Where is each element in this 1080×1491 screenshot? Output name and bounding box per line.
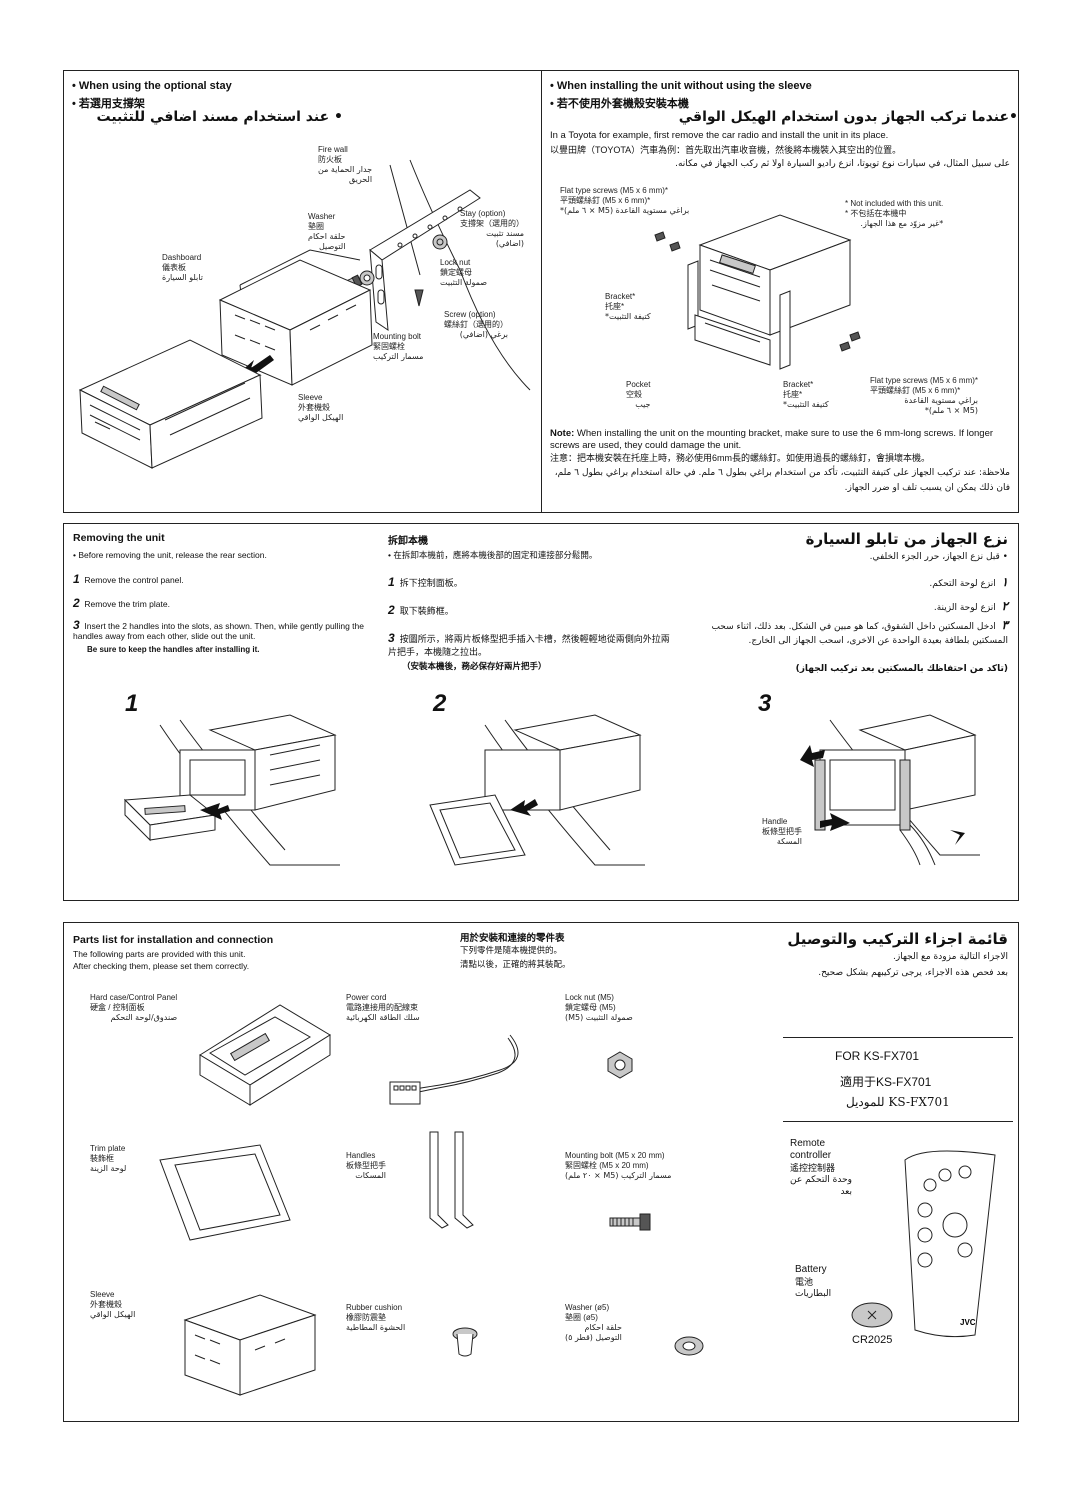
label-flat-screws-bottom: Flat type screws (M5 x 6 mm)*平頭螺絲釘 (M5 x… bbox=[870, 376, 979, 415]
figure-number-2: 2 bbox=[433, 690, 447, 717]
part-lock-nut-label: Lock nut (M5)鎖定螺母 (M5) صمولة التثبيت (M5… bbox=[565, 993, 633, 1022]
removing-step-2-ar: ٢ انزع لوحة الزينة. bbox=[933, 599, 1008, 613]
mounting-bolt-part-illustration bbox=[609, 1213, 651, 1231]
figure-number-1: 1 bbox=[125, 690, 139, 717]
removing-title-en: Removing the unit bbox=[73, 532, 165, 544]
removing-warning-ar: (تاكد من احتفاظك بالمسكتين بعد تركيب الج… bbox=[795, 664, 1008, 674]
removing-figure-3 bbox=[800, 714, 980, 866]
label-not-included: * Not included with this unit.* 不包括在本機中 … bbox=[845, 199, 944, 228]
for-model-ar: للموديل KS-FX701 bbox=[846, 1095, 950, 1109]
handles-illustration bbox=[429, 1131, 474, 1229]
removing-step-2-zh: 2 取下裝飾框。 bbox=[388, 603, 454, 617]
removing-warning-zh: （安裝本機後，務必保存好兩片把手） bbox=[402, 661, 547, 671]
figure-number-3: 3 bbox=[758, 690, 772, 717]
sleeve-illustration bbox=[218, 259, 373, 386]
bracket-installation-illustration bbox=[654, 214, 861, 370]
top-divider bbox=[541, 70, 542, 513]
stay-heading-en: • When using the optional stay bbox=[72, 80, 232, 92]
sleeve-part-illustration bbox=[183, 1294, 317, 1396]
removing-title-zh: 拆卸本機 bbox=[388, 536, 428, 547]
removing-step-1-en: 1 Remove the control panel. bbox=[73, 572, 184, 586]
remote-brand: JVC bbox=[960, 1318, 976, 1327]
for-model-en: FOR KS-FX701 bbox=[835, 1049, 920, 1063]
removing-bullet-zh: • 在拆卸本機前，應將本機後部的固定和連接部分鬆開。 bbox=[388, 550, 598, 560]
label-stay: Stay (option)支撐架（選用的） مسند تثبيت(اضافي) bbox=[460, 209, 524, 248]
parts-sub2-ar: بعد فحص هذه الاجزاء، يرجى تركيبهم بشكل ص… bbox=[818, 968, 1008, 978]
washer-part-illustration bbox=[674, 1336, 704, 1356]
no-sleeve-heading-zh: • 若不使用外套機殼安裝本機 bbox=[550, 98, 689, 110]
parts-sub2-en: After checking them, please set them cor… bbox=[73, 961, 250, 971]
removing-step-1-ar: ١ انزع لوحة التحكم. bbox=[929, 575, 1008, 589]
parts-title-ar: قائمة اجزاء التركيب والتوصيل bbox=[787, 930, 1008, 948]
parts-sub1-zh: 下列零件是隨本機提供的。 bbox=[460, 945, 563, 955]
flat-screw-icons bbox=[654, 231, 861, 352]
stay-installation-illustration bbox=[78, 159, 531, 469]
part-mounting-bolt-label: Mounting bolt (M5 x 20 mm)緊固螺栓 (M5 x 20 … bbox=[565, 1151, 672, 1180]
label-bracket-bottom: Bracket*托座* كتيفة التثبيت* bbox=[783, 380, 829, 409]
parts-title-en: Parts list for installation and connecti… bbox=[73, 934, 274, 946]
parts-sub2-zh: 清點以後，正確的將其裝配。 bbox=[460, 959, 571, 969]
rubber-cushion-illustration bbox=[452, 1327, 478, 1357]
parts-sub1-ar: الاجزاء التالية مزودة مع الجهاز. bbox=[893, 952, 1008, 962]
removing-figure-2 bbox=[429, 714, 645, 866]
parts-sub1-en: The following parts are provided with th… bbox=[73, 949, 246, 959]
for-model-zh: 適用于KS-FX701 bbox=[840, 1075, 932, 1089]
no-sleeve-heading-en: • When installing the unit without using… bbox=[550, 80, 812, 92]
lock-nut-icon bbox=[432, 234, 448, 250]
battery-model: CR2025 bbox=[852, 1334, 893, 1346]
removing-step-1-zh: 1 拆下控制面板。 bbox=[388, 575, 463, 589]
stay-bracket bbox=[369, 189, 481, 331]
note-zh: 注意：把本機安裝在托座上時，務必使用6mm長的螺絲釘。如使用過長的螺絲釘，會損壞… bbox=[550, 453, 931, 463]
trim-plate-illustration bbox=[159, 1144, 291, 1241]
note-en: Note: When installing the unit on the mo… bbox=[550, 428, 994, 451]
note-ar: ملاحظة: عند تركيب الجهاز على كتيفة التثب… bbox=[554, 468, 1010, 493]
label-bracket-top: Bracket*托座* كتيفة التثبيت* bbox=[605, 292, 651, 321]
parts-title-zh: 用於安裝和連接的零件表 bbox=[460, 933, 565, 944]
removing-figure-1 bbox=[123, 714, 340, 866]
removing-step-3-ar: ٣ ادخل المسكتين داخل الشقوق، كما هو مبين… bbox=[711, 618, 1008, 646]
no-sleeve-intro-zh: 以豐田牌（TOYOTA）汽車為例：首先取出汽車收音機，然後將本機裝入其空出的位置… bbox=[550, 145, 902, 155]
removing-step-3-zh: 3 按圖所示，將兩片板條型把手插入卡槽，然後輕輕地從兩側向外拉兩片把手，本機隨之… bbox=[388, 631, 670, 658]
no-sleeve-heading-ar: •عندما تركب الجهاز بدون استخدام الهيكل ا… bbox=[678, 109, 1018, 125]
no-sleeve-intro-ar: على سبيل المثال، في سيارات نوع تويوتا، ا… bbox=[675, 159, 1010, 169]
parts-section bbox=[63, 922, 1019, 1422]
label-flat-screws-top: Flat type screws (M5 x 6 mm)*平頭螺絲釘 (M5 x… bbox=[560, 186, 690, 215]
removing-title-ar: نزع الجهاز من تابلو السيارة bbox=[805, 530, 1008, 548]
screw-icon bbox=[414, 289, 424, 307]
lock-nut-part-illustration bbox=[607, 1051, 633, 1079]
no-sleeve-intro-en: In a Toyota for example, first remove th… bbox=[550, 130, 889, 141]
remote-controller-illustration: JVC bbox=[904, 1150, 996, 1338]
removing-step-3-en: 3 Insert the 2 handles into the slots, a… bbox=[73, 618, 364, 641]
removing-section bbox=[63, 523, 1019, 901]
hard-case-illustration bbox=[199, 1004, 331, 1106]
stay-heading-zh: • 若選用支撐架 bbox=[72, 98, 145, 110]
removing-bullet-ar: • قبل نزع الجهاز، حرر الجزء الخلفي. bbox=[869, 552, 1008, 562]
car-unit-illustration bbox=[78, 339, 263, 469]
stay-heading-ar: • عند استخدام مسند اضافي للتثبيت bbox=[96, 109, 343, 125]
removing-bullet-en: • Before removing the unit, release the … bbox=[73, 550, 267, 560]
model-box bbox=[783, 1037, 1013, 1122]
removing-warning-en: Be sure to keep the handles after instal… bbox=[87, 645, 260, 654]
removing-step-2-en: 2 Remove the trim plate. bbox=[73, 596, 170, 610]
power-cord-illustration bbox=[389, 1034, 519, 1105]
label-screw: Screw (option)螺絲釘（選用的） برغي (اضافي) bbox=[444, 310, 508, 339]
battery-illustration bbox=[851, 1302, 893, 1328]
